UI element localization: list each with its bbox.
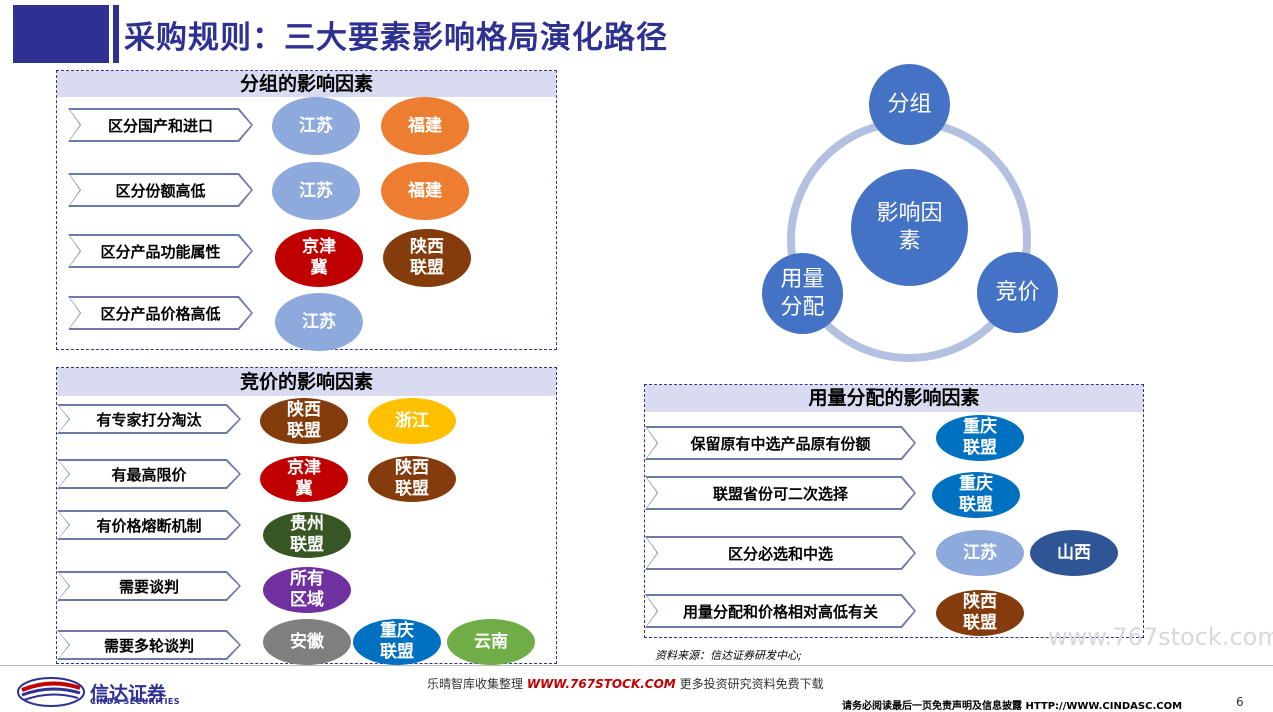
allocation-region-bubble: 重庆 联盟 <box>932 472 1020 518</box>
footer-promo-post: 更多投资研究资料免费下载 <box>675 677 824 691</box>
allocation-factor-arrow: 用量分配和价格相对高低有关 <box>645 594 916 628</box>
allocation-region-bubble: 山西 <box>1030 530 1118 576</box>
grouping-factor-label: 区分国产和进口 <box>70 110 251 140</box>
footer-promo-pre: 乐晴智库收集整理 <box>427 677 527 691</box>
cinda-logo-icon <box>17 677 85 707</box>
grouping-region-bubble: 江苏 <box>272 97 360 155</box>
grouping-region-bubble: 福建 <box>381 97 469 155</box>
bidding-factor-arrow: 有专家打分淘汰 <box>57 404 241 434</box>
bidding-region-bubble: 浙江 <box>368 398 456 444</box>
bidding-factor-label: 需要多轮谈判 <box>59 632 239 658</box>
bidding-factor-label: 需要谈判 <box>59 573 239 599</box>
bidding-region-bubble: 贵州 联盟 <box>263 512 351 558</box>
bidding-factor-label: 有最高限价 <box>59 461 239 487</box>
allocation-factor-arrow: 联盟省份可二次选择 <box>645 476 916 510</box>
source-note: 资料来源：信达证券研发中心; <box>655 649 802 662</box>
bidding-factor-arrow: 需要多轮谈判 <box>57 630 241 660</box>
bidding-region-bubble: 所有 区域 <box>263 567 351 613</box>
bidding-factor-arrow: 需要谈判 <box>57 571 241 601</box>
page-number: 6 <box>1236 695 1244 709</box>
title-accent-bar <box>113 5 119 63</box>
allocation-factor-label: 联盟省份可二次选择 <box>647 478 914 508</box>
grouping-region-bubble: 江苏 <box>275 293 363 351</box>
bidding-factor-arrow: 有价格熔断机制 <box>57 510 241 540</box>
bidding-region-bubble: 陕西 联盟 <box>368 456 456 502</box>
grouping-factor-arrow: 区分国产和进口 <box>68 108 253 142</box>
grouping-factor-label: 区分产品功能属性 <box>70 236 251 266</box>
grouping-region-bubble: 京津 冀 <box>275 229 363 287</box>
page-title: 采购规则：三大要素影响格局演化路径 <box>124 20 668 56</box>
allocation-region-bubble: 江苏 <box>936 530 1024 576</box>
grouping-factor-label: 区分份额高低 <box>70 175 251 205</box>
grouping-factor-arrow: 区分份额高低 <box>68 173 253 207</box>
cycle-node-grouping: 分组 <box>869 64 950 145</box>
allocation-heading: 用量分配的影响因素 <box>645 385 1143 412</box>
bidding-region-bubble: 京津 冀 <box>260 456 348 502</box>
bidding-factor-label: 有专家打分淘汰 <box>59 406 239 432</box>
allocation-region-bubble: 陕西 联盟 <box>936 590 1024 636</box>
cycle-center-node: 影响因 素 <box>851 169 968 286</box>
footer-logo-en: CINDA SECURITIES <box>90 697 180 706</box>
footer-promo-url[interactable]: WWW.767STOCK.COM <box>526 677 676 691</box>
allocation-factor-label: 用量分配和价格相对高低有关 <box>647 596 914 626</box>
bidding-region-bubble: 安徽 <box>263 619 351 665</box>
grouping-region-bubble: 江苏 <box>272 162 360 220</box>
cycle-node-bidding: 竞价 <box>977 252 1058 333</box>
allocation-factor-arrow: 保留原有中选产品原有份额 <box>645 426 916 460</box>
bidding-region-bubble: 陕西 联盟 <box>260 398 348 444</box>
grouping-region-bubble: 福建 <box>381 162 469 220</box>
bidding-region-bubble: 重庆 联盟 <box>353 619 441 665</box>
footer-promo: 乐晴智库收集整理 WWW.767STOCK.COM 更多投资研究资料免费下载 <box>427 675 824 692</box>
grouping-factor-arrow: 区分产品价格高低 <box>68 296 253 330</box>
bidding-factor-arrow: 有最高限价 <box>57 459 241 489</box>
grouping-factor-label: 区分产品价格高低 <box>70 298 251 328</box>
allocation-factor-arrow: 区分必选和中选 <box>645 536 916 570</box>
bidding-factor-label: 有价格熔断机制 <box>59 512 239 538</box>
bidding-heading: 竞价的影响因素 <box>57 368 556 396</box>
title-accent-block <box>13 5 109 63</box>
footer-logo-cn: 信达证券 <box>90 683 167 705</box>
cycle-node-allocation: 用量 分配 <box>762 253 843 334</box>
grouping-region-bubble: 陕西 联盟 <box>383 229 471 287</box>
watermark: www.767stock.com <box>1048 623 1273 651</box>
grouping-heading: 分组的影响因素 <box>57 71 556 97</box>
allocation-factor-label: 保留原有中选产品原有份额 <box>647 428 914 458</box>
bidding-region-bubble: 云南 <box>447 619 535 665</box>
allocation-factor-label: 区分必选和中选 <box>647 538 914 568</box>
allocation-panel <box>644 384 1144 638</box>
allocation-region-bubble: 重庆 联盟 <box>936 415 1024 461</box>
grouping-factor-arrow: 区分产品功能属性 <box>68 234 253 268</box>
footer-divider <box>0 665 1273 666</box>
footer-disclaimer: 请务必阅读最后一页免责声明及信息披露 HTTP://WWW.CINDASC.CO… <box>842 701 1183 712</box>
